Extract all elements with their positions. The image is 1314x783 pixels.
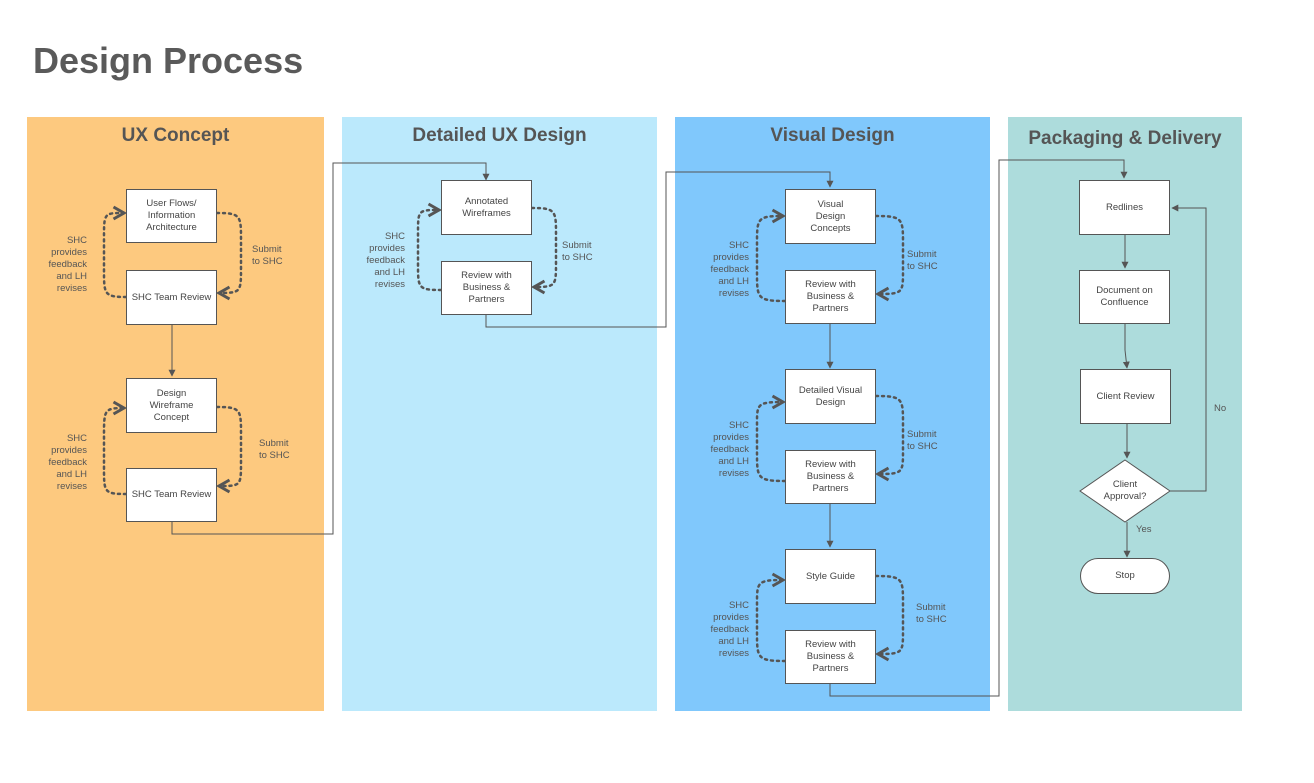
loop-submit-visual-3 [874, 574, 905, 662]
note-feedback-ux-2: SHC provides feedback and LH revises [48, 433, 87, 492]
box-detailed-visual-design[interactable]: Detailed Visual Design [785, 369, 876, 424]
box-annotated-wireframes[interactable]: Annotated Wireframes [441, 180, 532, 235]
loop-submit-visual-2 [874, 394, 905, 482]
lane-title-packaging-delivery: Packaging & Delivery [1028, 128, 1222, 149]
note-submit-visual-1: Submit to SHC [907, 249, 938, 272]
loop-submit-visual-1 [874, 214, 905, 302]
box-client-review[interactable]: Client Review [1080, 369, 1171, 424]
box-visual-design-concepts[interactable]: Visual Design Concepts [785, 189, 876, 244]
box-user-flows[interactable]: User Flows/ Information Architecture [126, 189, 217, 243]
box-review-business-partners-visual-2[interactable]: Review with Business & Partners [785, 450, 876, 504]
box-review-business-partners-visual-3[interactable]: Review with Business & Partners [785, 630, 876, 684]
note-feedback-detailed: SHC provides feedback and LH revises [366, 231, 405, 290]
loop-feedback-visual-2 [755, 394, 787, 483]
loop-submit-ux-1 [215, 211, 243, 301]
box-design-wireframe-concept[interactable]: Design Wireframe Concept [126, 378, 217, 433]
decision-diamond [1079, 459, 1171, 523]
arrow-decision-no [1170, 204, 1207, 492]
decision-label[interactable]: Client Approval? [1103, 479, 1147, 502]
note-feedback-visual-2: SHC provides feedback and LH revises [710, 420, 749, 479]
box-style-guide[interactable]: Style Guide [785, 549, 876, 604]
loop-submit-ux-2 [215, 405, 243, 494]
note-feedback-ux-1: SHC provides feedback and LH revises [48, 235, 87, 294]
loop-feedback-visual-3 [755, 572, 787, 663]
lane-title-visual-design: Visual Design [770, 125, 895, 146]
arrow-document-to-review [1122, 324, 1130, 369]
note-submit-ux-1: Submit to SHC [252, 244, 283, 267]
loop-feedback-ux-2 [102, 400, 128, 496]
arrow-ux-to-detailed [171, 162, 490, 535]
arrow-detailed-to-visual [485, 171, 834, 328]
box-review-business-partners-visual-1[interactable]: Review with Business & Partners [785, 270, 876, 324]
box-document-on-confluence[interactable]: Document on Confluence [1079, 270, 1170, 324]
terminal-stop[interactable]: Stop [1080, 558, 1170, 594]
box-review-business-partners-detailed[interactable]: Review with Business & Partners [441, 261, 532, 315]
note-submit-ux-2: Submit to SHC [259, 438, 290, 461]
loop-feedback-detailed [416, 202, 443, 292]
page-title: Design Process [33, 40, 304, 81]
label-yes: Yes [1136, 524, 1152, 535]
note-feedback-visual-1: SHC provides feedback and LH revises [710, 240, 749, 299]
arrow-visual-to-packaging [829, 159, 1128, 697]
note-feedback-visual-3: SHC provides feedback and LH revises [710, 600, 749, 659]
box-redlines[interactable]: Redlines [1079, 180, 1170, 235]
loop-feedback-visual-1 [755, 208, 787, 303]
loop-feedback-ux-1 [102, 205, 128, 299]
lane-title-detailed-ux-design: Detailed UX Design [412, 125, 587, 146]
box-shc-team-review-1[interactable]: SHC Team Review [126, 270, 217, 325]
box-shc-team-review-2[interactable]: SHC Team Review [126, 468, 217, 522]
loop-submit-detailed [530, 206, 558, 295]
note-submit-visual-3: Submit to SHC [916, 602, 947, 625]
note-submit-detailed: Submit to SHC [562, 240, 593, 263]
note-submit-visual-2: Submit to SHC [907, 429, 938, 452]
lane-title-ux-concept: UX Concept [121, 125, 230, 146]
label-no: No [1214, 403, 1227, 414]
